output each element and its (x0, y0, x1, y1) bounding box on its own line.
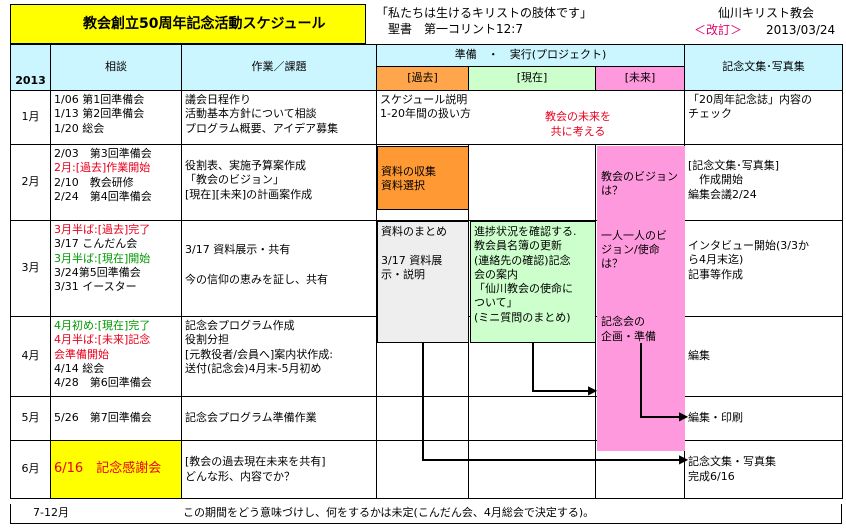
page-title: 教会創立50周年記念活動スケジュール (10, 4, 366, 44)
table-row: 6月 6/16 記念感謝会 [教会の過去現在未来を共有] どんな形、内容でか？ … (10, 440, 844, 499)
past-header: [過去] (376, 66, 469, 91)
footer-row: 7-12月 この期間をどう意味づけし、何をするかは未定(こんだん会、4月総会で決… (10, 504, 842, 524)
work-cell: 議会日程作り 活動基本方針について相談 プログラム概要、アイデア募集 (181, 90, 377, 145)
future-header: [未来] (594, 66, 686, 91)
project-cell: スケジュール説明 1-20年間の扱い方 (375, 90, 686, 145)
publication-cell: インタビュー開始(3/3か ら4月末迄) 記事等作成 (684, 220, 844, 317)
consult-cell: 6/16 記念感謝会 (50, 440, 182, 499)
month-label: 6月 (10, 440, 51, 499)
publication-cell: 記念文集・写真集 完成6/16 (684, 440, 844, 499)
publication-cell: [記念文集･写真集] 作成開始 編集会議2/24 (684, 144, 844, 221)
footer-period: 7-12月 (33, 506, 69, 519)
arrow-right-icon: ▶ (679, 452, 689, 466)
present-progress-block: 進捗状況を確認する. 教会員名簿の更新 (連絡先の確認)記念 会の案内 「仙川教… (470, 221, 596, 343)
table-row: 1月 1/06 第1回準備会 1/13 第2回準備会 1/20 総会 議会日程作… (10, 90, 844, 145)
work-cell: 記念会プログラム準備作業 (181, 396, 377, 441)
work-header: 作業／課題 (181, 44, 377, 91)
year-header: 2013 (10, 44, 51, 91)
past-collect-block: 資料の収集 資料選択 (377, 146, 469, 210)
publication-cell: 「20周年記念誌」内容の チェック (684, 90, 844, 145)
arrow-right-icon: ▶ (588, 383, 598, 397)
past-summary-block: 資料のまとめ 3/17 資料展 示・説明 (377, 221, 469, 343)
revised-label: ＜改訂＞ (694, 23, 743, 37)
month-label: 2月 (10, 144, 51, 221)
connector-line (422, 343, 424, 460)
connector-line (532, 343, 534, 391)
present-header: [現在] (468, 66, 596, 91)
arrow-right-icon: ▶ (679, 409, 689, 423)
revision-date: 2013/03/24 (766, 23, 836, 37)
church-name: 仙川キリスト教会 (718, 6, 815, 20)
publication-cell: 編集 (684, 316, 844, 397)
connector-line (640, 343, 642, 417)
proposal-note: 教会の未来を 共に考える (545, 110, 611, 138)
month-label: 5月 (10, 396, 51, 441)
work-cell: 記念会プログラム作成 役割分担 [元教役者/会員へ]案内状作成: 送付(記念会)… (181, 316, 377, 397)
month-label: 3月 (10, 220, 51, 317)
consult-cell: 1/06 第1回準備会 1/13 第2回準備会 1/20 総会 (50, 90, 182, 145)
work-cell: 3/17 資料展示・共有 今の信仰の恵みを証し、共有 (181, 220, 377, 317)
project-header: 準備 ・ 実行(プロジェクト) (375, 44, 686, 67)
month-label: 4月 (10, 316, 51, 397)
work-cell: 役割表、実施予算案作成 「教会のビジョン」 [現在][未来]の計画案作成 (181, 144, 377, 221)
consult-cell: 5/26 第7回準備会 (50, 396, 182, 441)
connector-line (422, 459, 682, 461)
consult-cell: 2/03 第3回準備会 2月:[過去]作業開始 2/10 教会研修 2/24 第… (50, 144, 182, 221)
verse-reference: 聖書 第一コリント12:7 (388, 22, 523, 36)
connector-line (640, 416, 682, 418)
consult-cell: 4月初め:[現在]完了 4月半ば:[未来]記念 会準備開始 4/14 総会 4/… (50, 316, 182, 397)
consult-cell: 3月半ば:[過去]完了 3/17 こんだん会 3月半ば:[現在]開始 3/24第… (50, 220, 182, 317)
publication-cell: 編集・印刷 (684, 396, 844, 441)
consult-header: 相談 (50, 44, 182, 91)
table-row: 5月 5/26 第7回準備会 記念会プログラム準備作業 編集・印刷 (10, 396, 844, 441)
verse-quote: 「私たちは生けるキリストの肢体です」 (376, 6, 593, 20)
footer-note: この期間をどう意味づけし、何をするかは未定(こんだん会、4月総会で決定する)。 (183, 506, 595, 519)
publication-header: 記念文集･写真集 (684, 44, 844, 91)
work-cell: [教会の過去現在未来を共有] どんな形、内容でか？ (181, 440, 377, 499)
month-label: 1月 (10, 90, 51, 145)
connector-line (532, 390, 592, 392)
